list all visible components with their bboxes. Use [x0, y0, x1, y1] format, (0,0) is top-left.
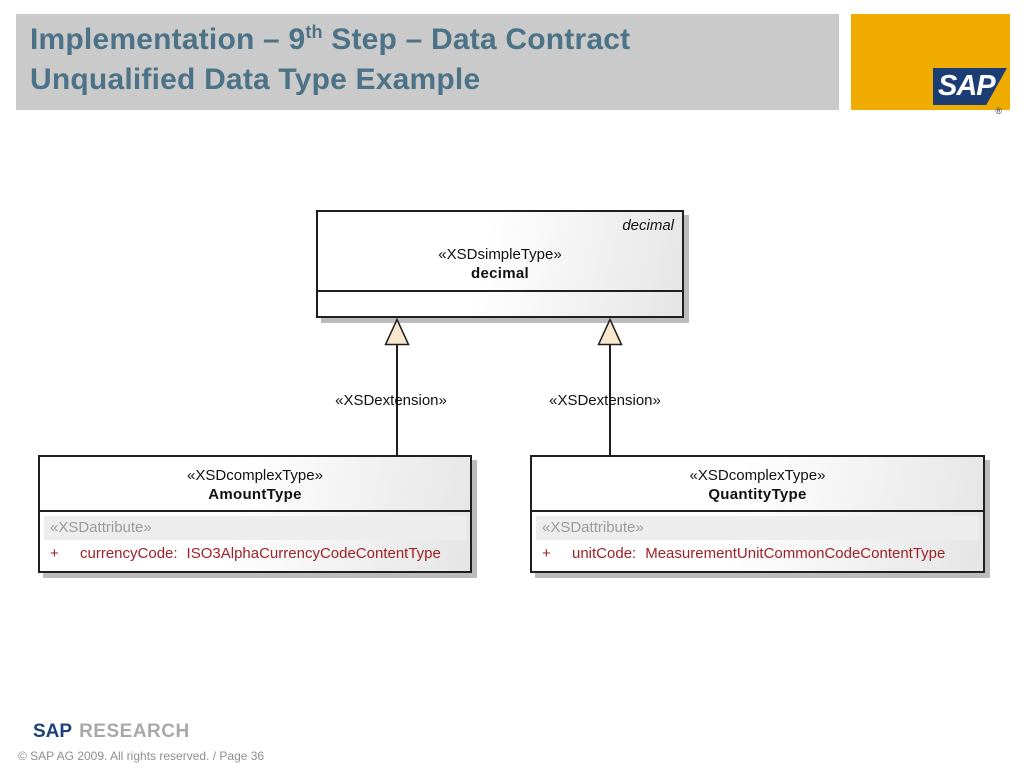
class-decimal-stereotype: «XSDsimpleType»: [438, 246, 562, 263]
attribute-visibility: +: [542, 545, 551, 562]
attribute-row: + unitCode: MeasurementUnitCommonCodeCon…: [536, 545, 979, 562]
attribute-visibility: +: [50, 545, 59, 562]
title-superscript: th: [305, 22, 323, 42]
extension-stereotype-label-right: «XSDextension»: [549, 392, 661, 409]
class-quantitytype-header: «XSDcomplexType» QuantityType: [532, 457, 983, 512]
title-line-1-prefix: Implementation – 9: [30, 23, 306, 56]
inheritance-arrowhead-right-icon: [597, 318, 623, 346]
attribute-name: currencyCode:: [80, 545, 178, 562]
footer-brand-research: RESEARCH: [79, 721, 190, 742]
header-bar: Implementation – 9th Step – Data Contrac…: [16, 14, 839, 110]
generalization-edge-left: [396, 344, 398, 455]
class-quantitytype-attributes: «XSDattribute» + unitCode: MeasurementUn…: [532, 512, 983, 562]
attribute-row: + currencyCode: ISO3AlphaCurrencyCodeCon…: [44, 545, 466, 562]
attribute-name: unitCode:: [572, 545, 637, 562]
class-box-decimal: decimal «XSDsimpleType» decimal: [316, 210, 684, 318]
sap-logo-block: SAP ®: [851, 14, 1010, 116]
sap-logo-text: SAP: [938, 70, 996, 102]
class-decimal-header: decimal «XSDsimpleType» decimal: [318, 212, 682, 292]
generalization-edge-right: [609, 344, 611, 455]
footer-brand-sap: SAP: [33, 721, 73, 742]
class-amounttype-stereotype: «XSDcomplexType»: [187, 467, 323, 484]
inheritance-arrowhead-left-icon: [384, 318, 410, 346]
footer-brand-logo: SAP RESEARCH: [33, 721, 190, 743]
class-decimal-name: decimal: [471, 265, 529, 282]
title-line-1: Implementation – 9th Step – Data Contrac…: [30, 20, 839, 60]
attribute-compartment-label: «XSDattribute»: [536, 516, 979, 540]
registered-trademark-icon: ®: [995, 106, 1002, 116]
class-quantitytype-stereotype: «XSDcomplexType»: [689, 467, 826, 484]
title-line-2: Unqualified Data Type Example: [30, 63, 481, 96]
class-quantitytype-name: QuantityType: [708, 486, 807, 503]
footer-copyright: © SAP AG 2009. All rights reserved. / Pa…: [18, 749, 265, 763]
class-decimal-empty-compartment: [318, 292, 682, 316]
class-box-amounttype: «XSDcomplexType» AmountType «XSDattribut…: [38, 455, 472, 573]
class-amounttype-name: AmountType: [208, 486, 302, 503]
class-amounttype-attributes: «XSDattribute» + currencyCode: ISO3Alpha…: [40, 512, 470, 562]
attribute-type: ISO3AlphaCurrencyCodeContentType: [186, 545, 441, 562]
attribute-type: MeasurementUnitCommonCodeContentType: [645, 545, 946, 562]
extension-stereotype-label-left: «XSDextension»: [335, 392, 447, 409]
class-amounttype-header: «XSDcomplexType» AmountType: [40, 457, 470, 512]
class-box-quantitytype: «XSDcomplexType» QuantityType «XSDattrib…: [530, 455, 985, 573]
attribute-compartment-label: «XSDattribute»: [44, 516, 466, 540]
title-line-1-suffix: Step – Data Contract: [322, 23, 631, 56]
slide-title: Implementation – 9th Step – Data Contrac…: [16, 14, 839, 100]
class-decimal-corner-label: decimal: [622, 217, 674, 234]
sap-logo-icon: SAP: [933, 68, 1007, 105]
